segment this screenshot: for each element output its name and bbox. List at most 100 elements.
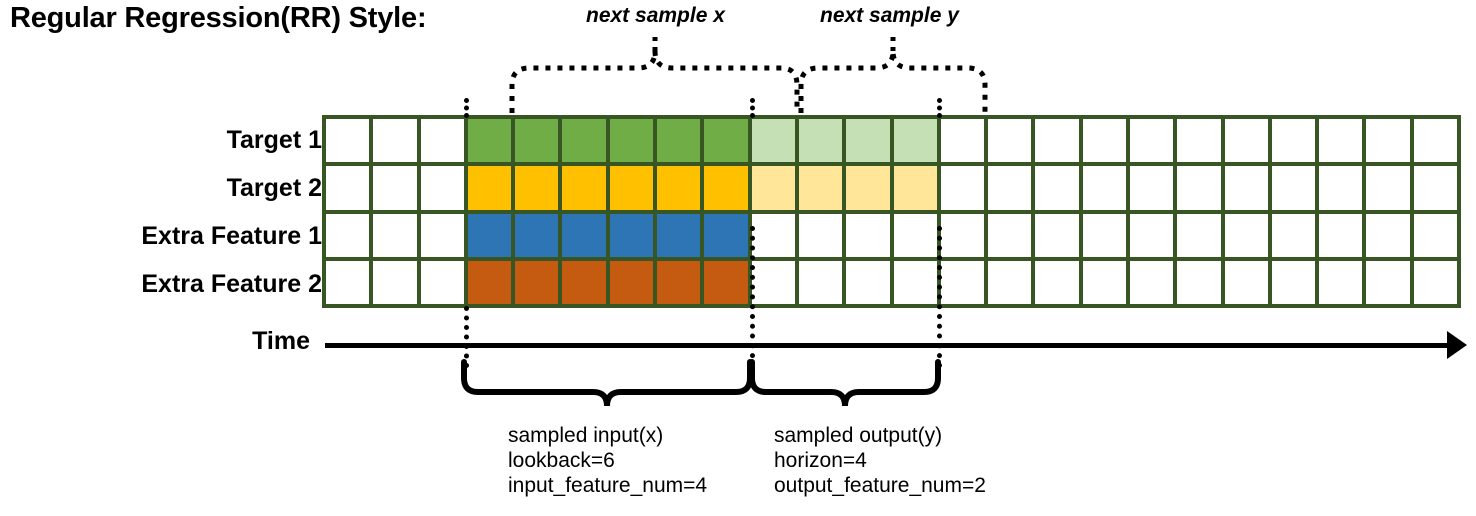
grid-cell [893,166,937,210]
grid-cell [420,119,464,163]
grid-cell [1035,119,1079,163]
grid-cell [420,166,464,210]
guide-line-split-top [750,98,755,118]
grid-cell [1177,119,1221,163]
time-axis-label: Time [252,327,310,355]
guide-line-split-bottom [750,226,755,368]
timeseries-grid [322,115,1461,308]
grid-cell [1271,166,1316,210]
grid-cell [704,213,748,257]
grid-cell [704,119,748,163]
grid-cell [467,213,512,257]
grid-cell [1082,119,1126,163]
grid-cell [373,166,417,210]
grid-cell [515,119,559,163]
grid-cell [1413,119,1457,163]
grid-cell [562,166,606,210]
grid-cell [326,260,370,304]
row-label-target-2: Target 2 [226,174,322,202]
grid-cell [798,119,843,163]
solid-brace-sampled-output [749,359,941,407]
grid-cell [1129,119,1174,163]
grid-cell [1319,213,1363,257]
caption-sampled-output-line-3: output_feature_num=2 [774,474,986,497]
grid-cell [1413,260,1457,304]
grid-cell [1082,213,1126,257]
grid-cell [1224,119,1268,163]
time-axis-line [325,343,1455,348]
solid-brace-sampled-input [461,359,753,407]
grid-cell [751,260,795,304]
grid-cell [893,260,937,304]
grid-cell [373,260,417,304]
grid-cell [1035,213,1079,257]
grid-cell [846,119,890,163]
grid-cell [940,119,985,163]
grid-cell [1177,260,1221,304]
grid-cell [893,119,937,163]
guide-line-output-end-bottom [937,226,942,368]
grid-cell [657,166,701,210]
annotation-next-sample-x: next sample x [586,4,725,27]
row-label-extra-feature-2: Extra Feature 2 [141,270,322,298]
grid-cell [657,213,701,257]
grid-cell [846,166,890,210]
grid-cell [751,213,795,257]
grid-cell [1271,213,1316,257]
grid-cell [846,213,890,257]
caption-sampled-output-line-1: sampled output(y) [774,424,943,447]
grid-cell [846,260,890,304]
grid-cell [657,260,701,304]
grid-cell [515,260,559,304]
grid-cell [751,119,795,163]
guide-line-output-end-top [937,98,942,118]
grid-cell [1177,213,1221,257]
grid-cell [988,213,1032,257]
grid-cell [1413,213,1457,257]
grid-cell [1319,260,1363,304]
grid-cell [988,119,1032,163]
grid-cell [1366,213,1410,257]
grid-cell [373,119,417,163]
grid-cell [609,213,654,257]
grid-cell [420,213,464,257]
grid-cell [1224,213,1268,257]
grid-cell [1082,166,1126,210]
row-label-extra-feature-1: Extra Feature 1 [141,222,322,250]
grid-cell [1366,166,1410,210]
grid-cell [467,260,512,304]
grid-cell [1224,166,1268,210]
grid-cell [326,119,370,163]
grid-cell [1129,213,1174,257]
grid-cell [515,166,559,210]
row-label-target-1: Target 1 [226,126,322,154]
guide-line-input-start-bottom [464,306,469,368]
grid-cell [1271,119,1316,163]
grid-cell [609,260,654,304]
time-axis-arrowhead [1447,331,1467,359]
grid-cell [1413,166,1457,210]
dotted-brace-next-sample-y [798,50,988,113]
grid-cell [609,166,654,210]
grid-cell [988,166,1032,210]
grid-cell [988,260,1032,304]
caption-sampled-input-line-2: lookback=6 [508,449,615,472]
grid-cell [515,213,559,257]
grid-cell [798,166,843,210]
grid-cell [940,166,985,210]
caption-sampled-input: sampled input(x) lookback=6 input_featur… [508,423,707,498]
guide-line-input-start-top [464,98,469,118]
grid-cell [1271,260,1316,304]
page-title: Regular Regression(RR) Style: [10,2,427,34]
annotation-next-sample-y: next sample y [820,4,959,27]
grid-cell [1129,260,1174,304]
grid-cell [893,213,937,257]
caption-sampled-output-line-2: horizon=4 [774,449,867,472]
grid-cell [940,260,985,304]
caption-sampled-input-line-1: sampled input(x) [508,424,664,447]
grid-cell [1129,166,1174,210]
grid-cell [1035,166,1079,210]
grid-cell [798,260,843,304]
grid-cell [1035,260,1079,304]
